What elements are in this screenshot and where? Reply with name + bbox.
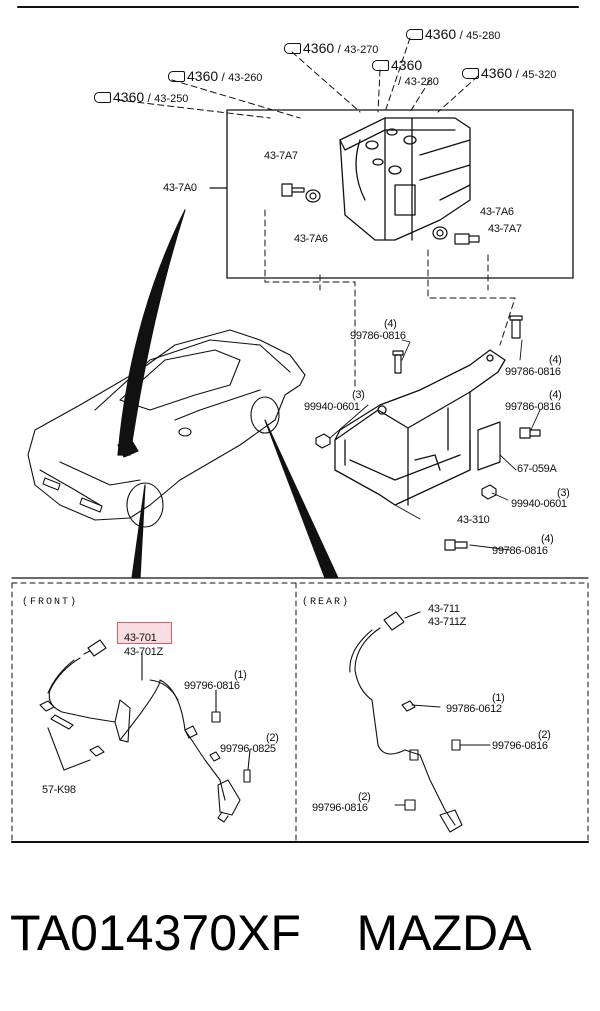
label-99796-0816-rear-b[interactable]: 99796-0816 xyxy=(312,802,368,814)
bracket-bolts xyxy=(315,315,541,551)
label-front-qty-2: (2) xyxy=(266,732,279,744)
label-57-k98[interactable]: 57-K98 xyxy=(42,784,76,796)
diagram-drawing xyxy=(11,6,589,843)
ref-4360-45-320[interactable]: 4360 / 45-320 xyxy=(462,65,556,81)
reference-hand-icon xyxy=(372,60,389,72)
label-qty-3-a: (3) xyxy=(352,389,365,401)
reference-hand-icon xyxy=(406,29,423,41)
label-qty-3-b: (3) xyxy=(557,487,570,499)
label-43-7a6-left[interactable]: 43-7A6 xyxy=(294,233,328,245)
label-rear-qty-1: (1) xyxy=(492,692,505,704)
label-99796-0825[interactable]: 99796-0825 xyxy=(220,743,276,755)
label-99786-0816-c[interactable]: 99786-0816 xyxy=(505,401,561,413)
label-43-310[interactable]: 43-310 xyxy=(457,514,490,526)
label-43-7a6-right[interactable]: 43-7A6 xyxy=(480,206,514,218)
ref-4360-43-280[interactable]: 4360/ 43-280 xyxy=(372,57,439,88)
label-99940-0601-b[interactable]: 99940-0601 xyxy=(511,498,567,510)
ref-4360-45-280[interactable]: 4360 / 45-280 xyxy=(406,26,500,42)
bolt-right xyxy=(432,226,480,245)
label-99796-0816-rear-a[interactable]: 99796-0816 xyxy=(492,740,548,752)
bottom-caption: TA014370XF MAZDA xyxy=(10,898,590,968)
label-99786-0816-d[interactable]: 99786-0816 xyxy=(492,545,548,557)
pointer-to-unit xyxy=(117,209,186,456)
front-sensor-harness xyxy=(39,639,251,823)
label-rear-qty-2-b: (2) xyxy=(358,791,371,803)
pad-67-059a xyxy=(477,421,501,471)
label-qty-4-b: (4) xyxy=(549,354,562,366)
ref-4360-43-270[interactable]: 4360 / 43-270 xyxy=(284,40,378,56)
label-43-7a7[interactable]: 43-7A7 xyxy=(264,150,298,162)
unit-marker xyxy=(117,440,139,458)
label-43-7a7-right[interactable]: 43-7A7 xyxy=(488,223,522,235)
car-illustration xyxy=(27,329,306,528)
label-67-059a[interactable]: 67-059A xyxy=(517,463,557,475)
label-qty-4-d: (4) xyxy=(541,533,554,545)
sensor-section-box xyxy=(11,582,589,843)
front-section-title: (FRONT) xyxy=(22,597,79,608)
bolt-left xyxy=(281,183,321,203)
label-99796-0816-front[interactable]: 99796-0816 xyxy=(184,680,240,692)
label-43-711[interactable]: 43-711 xyxy=(428,603,460,615)
ref-leaders xyxy=(117,37,479,119)
label-99786-0612[interactable]: 99786-0612 xyxy=(446,703,502,715)
ref-4360-43-250[interactable]: 4360 / 43-250 xyxy=(94,89,188,105)
abs-unit-box xyxy=(226,109,574,279)
highlighted-part[interactable] xyxy=(117,622,172,644)
label-99940-0601-a[interactable]: 99940-0601 xyxy=(304,401,360,413)
label-43-711z[interactable]: 43-711Z xyxy=(428,616,467,628)
reference-hand-icon xyxy=(284,43,301,55)
bracket xyxy=(334,349,506,506)
pointer-rear xyxy=(264,419,339,579)
part-number: TA014370XF xyxy=(10,905,301,961)
label-front-qty-1: (1) xyxy=(234,669,247,681)
label-43-701[interactable]: 43-701 xyxy=(124,632,157,644)
reference-hand-icon xyxy=(462,68,479,80)
label-99786-0816-a[interactable]: 99786-0816 xyxy=(350,330,406,342)
label-qty-4-c: (4) xyxy=(549,389,562,401)
label-rear-qty-2-a: (2) xyxy=(538,729,551,741)
reference-hand-icon xyxy=(168,71,185,83)
brand-name: MAZDA xyxy=(356,905,532,961)
reference-hand-icon xyxy=(94,92,111,104)
hcu-block xyxy=(339,117,471,241)
rear-section-title: (REAR) xyxy=(302,597,351,608)
rear-sensor-harness xyxy=(349,611,491,833)
label-99786-0816-b[interactable]: 99786-0816 xyxy=(505,366,561,378)
ref-4360-43-260[interactable]: 4360 / 43-260 xyxy=(168,68,262,84)
label-43-701z[interactable]: 43-701Z xyxy=(124,646,163,658)
parts-diagram: 4360 / 43-270 4360 / 45-280 4360/ 43-280… xyxy=(11,6,589,843)
pointer-front xyxy=(131,484,146,579)
label-43-7a0[interactable]: 43-7A0 xyxy=(163,182,197,194)
label-qty-4-a: (4) xyxy=(384,318,397,330)
